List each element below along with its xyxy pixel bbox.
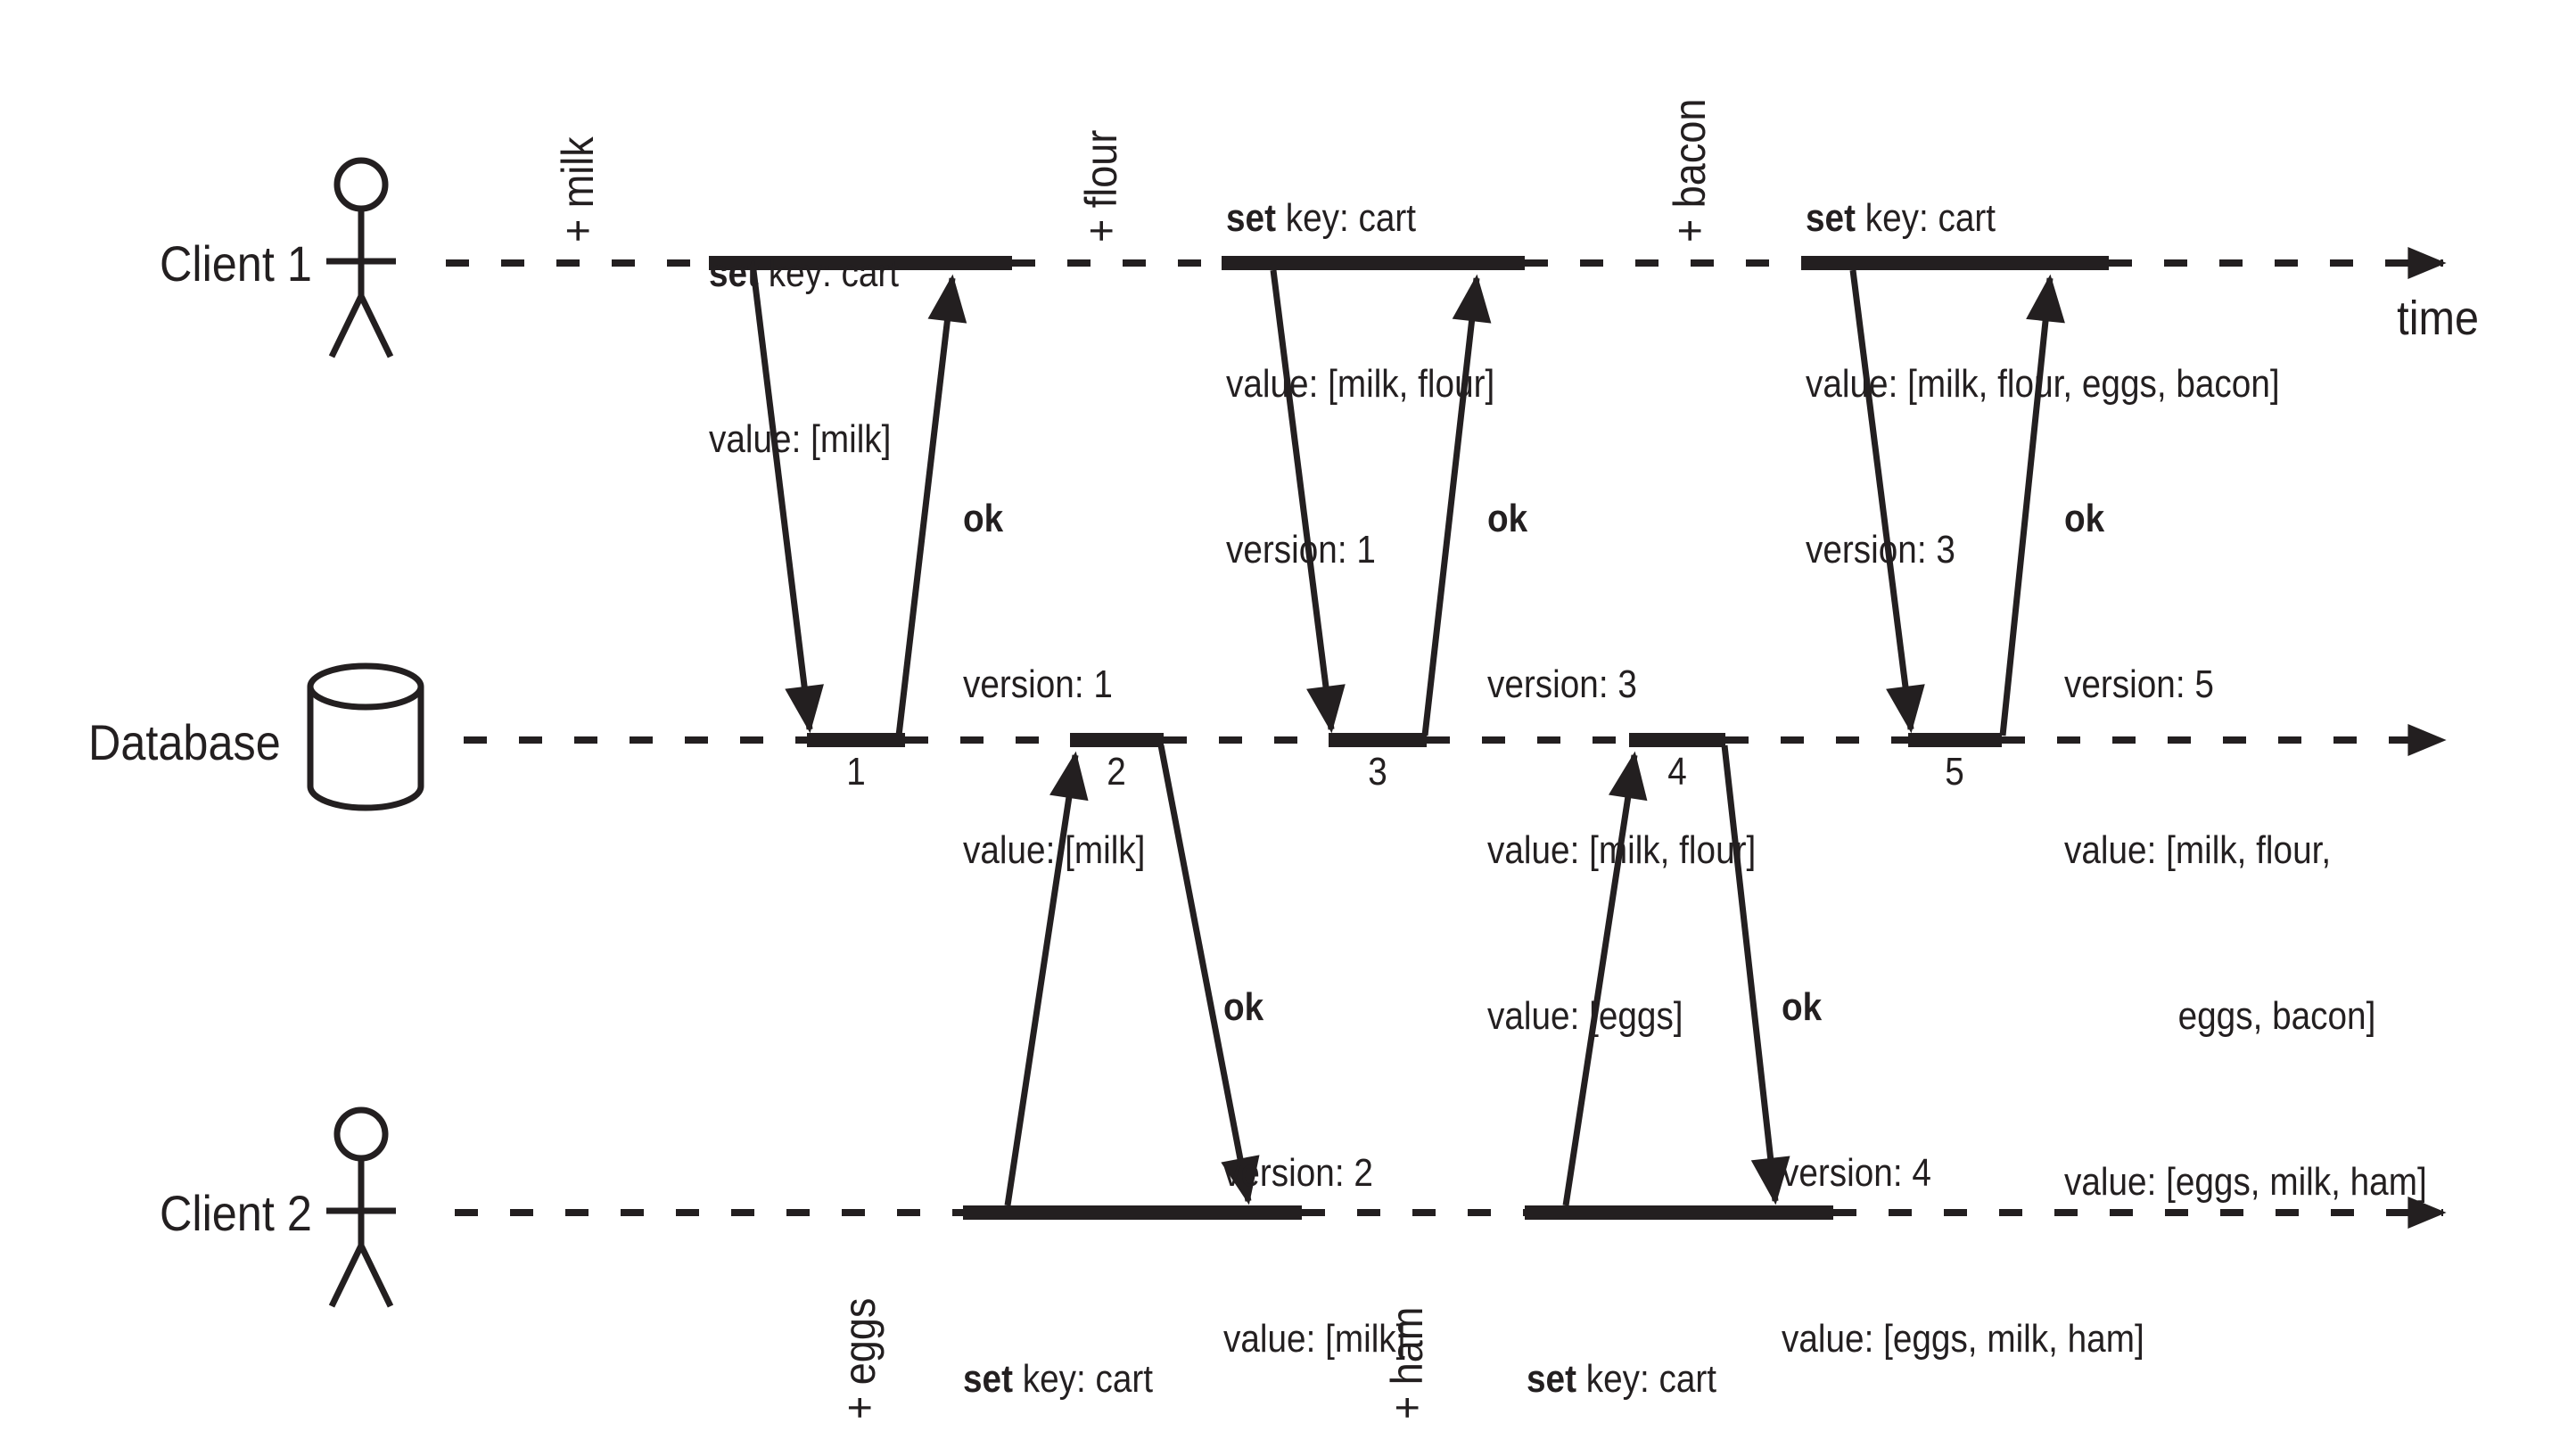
db-version-marker-4: 4 — [1667, 750, 1687, 794]
response2-arrow — [1157, 744, 1260, 1205]
response1-arrow — [895, 274, 967, 736]
request2-message: set key: cart value: [eggs] — [963, 1357, 1154, 1401]
response5-arrow — [1999, 274, 2065, 736]
client2-person-icon — [326, 1106, 396, 1308]
response2-message: ok version: 2 value: [milk] value: [eggs… — [1223, 985, 1406, 1361]
response1-message: ok version: 1 value: [milk] — [963, 497, 1146, 872]
db-version-marker-3: 3 — [1368, 750, 1387, 794]
db-version-marker-5: 5 — [1945, 750, 1964, 794]
client2-label: Client 2 — [160, 1185, 312, 1241]
request3-arrow — [1270, 269, 1346, 734]
request1-message: set key: cart value: [milk] — [709, 251, 900, 461]
annotation-add-bacon: + bacon — [1665, 98, 1715, 243]
database-label: Database — [88, 714, 281, 770]
request2-arrow — [1004, 751, 1089, 1206]
request1-arrow — [750, 269, 824, 734]
response3-message: ok version: 3 value: [milk, flour] value… — [1487, 497, 1757, 1038]
request5-message: set key: cart value: [milk, flour, eggs,… — [1806, 196, 2280, 572]
request4-message: set key: cart value: [eggs, milk, ham] v… — [1527, 1357, 1717, 1401]
annotation-add-eggs: + eggs — [835, 1297, 885, 1419]
time-axis-label: time — [2397, 292, 2479, 345]
annotation-add-milk: + milk — [553, 136, 603, 243]
annotation-add-flour: + flour — [1076, 129, 1126, 243]
request3-message: set key: cart value: [milk, flour] versi… — [1226, 196, 1495, 572]
response4-arrow — [1721, 744, 1790, 1205]
client1-person-icon — [326, 157, 396, 358]
db-version-marker-2: 2 — [1107, 750, 1126, 794]
database-cylinder-icon — [307, 662, 424, 811]
response5-message: ok version: 5 value: [milk, flour, eggs,… — [2064, 497, 2427, 1204]
db-version-marker-1: 1 — [846, 750, 866, 794]
response4-message: ok version: 4 value: [eggs, milk, ham] v… — [1782, 985, 2144, 1361]
client1-label: Client 1 — [160, 235, 312, 292]
response3-arrow — [1421, 274, 1492, 736]
request5-arrow — [1849, 269, 1925, 734]
request4-arrow — [1562, 751, 1648, 1206]
